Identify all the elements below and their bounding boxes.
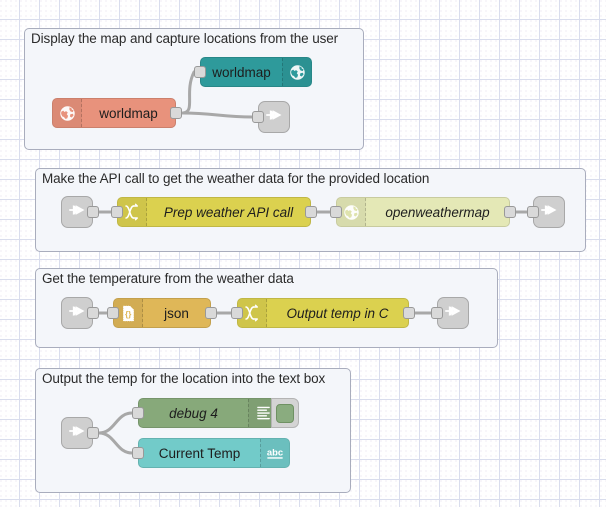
node-input-port[interactable] [330,206,342,218]
node-input-port[interactable] [527,206,539,218]
node-link-out-3[interactable] [431,297,469,329]
function-icon [118,198,147,226]
node-label: Prep weather API call [163,204,294,220]
node-link-in-4[interactable] [61,417,99,449]
link-in-icon [67,301,87,326]
node-label: Output temp in C [286,305,389,321]
node-output-port[interactable] [170,107,182,119]
node-label: openweathermap [385,204,490,220]
node-output-port[interactable] [403,307,415,319]
node-input-port[interactable] [231,307,243,319]
node-input-port[interactable] [107,307,119,319]
node-json[interactable]: {} json [107,298,217,328]
node-debug-4[interactable]: debug 4 [132,398,299,428]
node-label: worldmap [212,64,271,80]
link-in-icon [67,421,87,446]
globe-icon [53,99,82,127]
link-out-icon [264,105,284,130]
node-input-port[interactable] [132,447,144,459]
svg-text:{}: {} [124,308,131,318]
node-output-temp-in-c[interactable]: Output temp in C [231,298,415,328]
node-output-port[interactable] [87,427,99,439]
node-link-in-3[interactable] [61,297,99,329]
node-output-port[interactable] [205,307,217,319]
node-worldmap-out[interactable]: worldmap [194,57,312,87]
node-openweathermap[interactable]: openweathermap [330,197,516,227]
group-display-map[interactable]: Display the map and capture locations fr… [24,28,364,150]
debug-toggle-led [276,403,294,423]
debug-enable-toggle[interactable] [271,398,299,428]
svg-text:abc: abc [267,447,283,458]
group-title: Output the temp for the location into th… [42,371,326,386]
node-worldmap-in[interactable]: worldmap [52,98,182,128]
node-link-in-2[interactable] [61,196,99,228]
node-input-port[interactable] [194,66,206,78]
group-title: Make the API call to get the weather dat… [42,171,430,186]
node-label: Current Temp [158,445,241,461]
node-output-port[interactable] [305,206,317,218]
link-out-icon [443,301,463,326]
node-link-out-1[interactable] [252,101,290,133]
node-link-out-2[interactable] [527,196,565,228]
group-title: Get the temperature from the weather dat… [42,271,294,286]
node-label: json [164,305,189,321]
node-label: worldmap [99,105,158,121]
node-output-port[interactable] [87,307,99,319]
node-current-temp[interactable]: Current Temp abc [132,438,290,468]
link-in-icon [67,200,87,225]
group-title: Display the map and capture locations fr… [31,31,339,46]
node-output-port[interactable] [504,206,516,218]
node-prep-weather-api-call[interactable]: Prep weather API call [111,197,317,227]
abc-icon: abc [260,439,289,467]
node-input-port[interactable] [132,407,144,419]
link-out-icon [539,200,559,225]
node-input-port[interactable] [111,206,123,218]
node-label: debug 4 [169,405,218,421]
globe-icon [282,58,311,86]
node-input-port[interactable] [431,307,443,319]
node-output-port[interactable] [87,206,99,218]
node-input-port[interactable] [252,111,264,123]
